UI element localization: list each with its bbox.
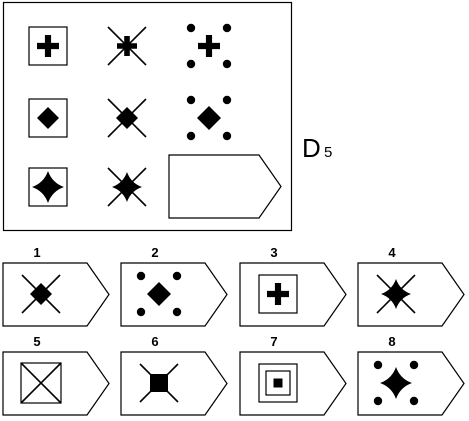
option-5[interactable]: 5 <box>2 334 110 416</box>
dot <box>172 271 182 281</box>
square-outline <box>258 274 298 314</box>
dot <box>222 23 232 33</box>
option-number: 6 <box>151 334 158 349</box>
matrix-cell-r2-c1 <box>28 98 68 138</box>
answer-options: 1 2 3 4 5 6 7 8 <box>2 245 465 416</box>
answer-slot[interactable] <box>168 154 282 219</box>
diamond-shape <box>37 107 59 129</box>
square-outline <box>265 370 291 396</box>
matrix-cell-r2-c3 <box>186 95 232 141</box>
matrix-cell-r3-c2 <box>107 167 147 207</box>
puzzle-code-letter: D <box>302 133 321 163</box>
dot <box>136 307 146 317</box>
dot <box>373 360 383 370</box>
option-4[interactable]: 4 <box>357 245 465 327</box>
matrix-cell-r3-c1 <box>28 167 68 207</box>
dot <box>136 271 146 281</box>
diamond-shape <box>30 283 52 305</box>
option-8[interactable]: 8 <box>357 334 465 416</box>
square-outline <box>20 362 62 404</box>
matrix-frame <box>2 1 293 232</box>
diagonal-line <box>20 362 62 404</box>
dot <box>373 396 383 406</box>
square-outline <box>28 167 68 207</box>
option-card[interactable] <box>357 262 465 327</box>
diamond-shape <box>147 282 171 306</box>
star-shape <box>380 367 412 399</box>
square-shape <box>273 378 283 388</box>
option-number: 5 <box>33 334 40 349</box>
plus-shape <box>37 35 59 57</box>
puzzle-code-number: 5 <box>324 144 332 161</box>
dot <box>186 131 196 141</box>
option-6[interactable]: 6 <box>120 334 228 416</box>
star-shape <box>381 279 411 309</box>
matrix-cell-r3-c3 <box>168 154 282 219</box>
square-outline <box>28 98 68 138</box>
plus-shape <box>198 35 220 57</box>
dot <box>172 307 182 317</box>
option-number: 8 <box>388 334 395 349</box>
option-card[interactable] <box>2 262 110 327</box>
option-card[interactable] <box>120 262 228 327</box>
matrix-grid <box>28 23 282 219</box>
plus-shape <box>267 283 289 305</box>
star-shape <box>32 171 64 203</box>
option-3[interactable]: 3 <box>239 245 347 327</box>
dot <box>222 95 232 105</box>
dot <box>222 59 232 69</box>
option-1[interactable]: 1 <box>2 245 110 327</box>
option-card[interactable] <box>120 351 228 416</box>
square-shape <box>150 374 168 392</box>
dot <box>409 360 419 370</box>
option-card[interactable] <box>239 351 347 416</box>
dot <box>186 95 196 105</box>
option-card[interactable] <box>239 262 347 327</box>
square-outline <box>258 363 298 403</box>
diamond-shape <box>116 107 138 129</box>
matrix-cell-r1-c3 <box>186 23 232 69</box>
option-number: 4 <box>388 245 396 260</box>
plus-shape <box>117 36 137 56</box>
dot <box>186 59 196 69</box>
option-7[interactable]: 7 <box>239 334 347 416</box>
option-number: 2 <box>151 245 158 260</box>
option-2[interactable]: 2 <box>120 245 228 327</box>
option-number: 7 <box>270 334 277 349</box>
star-shape <box>112 172 142 202</box>
dot <box>409 396 419 406</box>
option-number: 3 <box>270 245 277 260</box>
option-card[interactable] <box>2 351 110 416</box>
dot <box>222 131 232 141</box>
option-number: 1 <box>33 245 40 260</box>
matrix-cell-r2-c2 <box>107 98 147 138</box>
dot <box>186 23 196 33</box>
square-outline <box>28 26 68 66</box>
diamond-shape <box>197 106 221 130</box>
matrix-cell-r1-c1 <box>28 26 68 66</box>
matrix-cell-r1-c2 <box>107 26 147 66</box>
option-card[interactable] <box>357 351 465 416</box>
